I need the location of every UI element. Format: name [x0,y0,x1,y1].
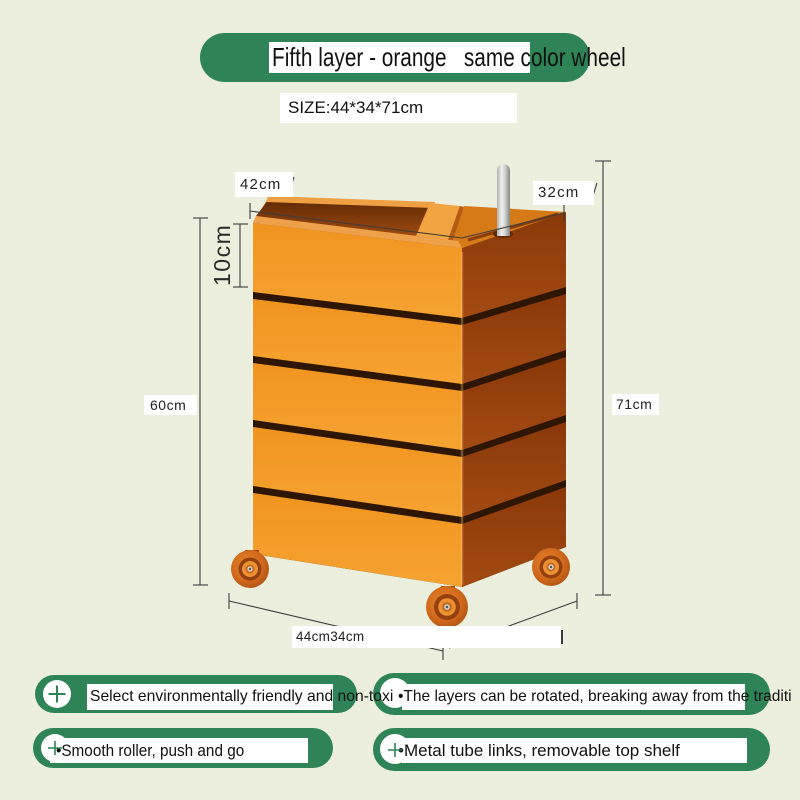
dim-tick [561,630,563,644]
feature-text-box-4 [402,738,747,763]
feature-text-box-3 [50,738,308,763]
size-label: SIZE:44*34*71cm [288,98,424,117]
dim-71-box [612,394,659,415]
feature-text-box-2 [402,684,745,710]
feature-text-3: •Smooth roller, push and go [56,741,245,760]
title-highlight-box [269,42,530,73]
dim-body-height: 60cm [150,397,187,413]
feature-text-box-1 [87,684,333,710]
size-box [280,93,517,123]
plus-icon [48,685,66,703]
wheel-front-left [231,550,269,588]
dim-top-width: 42cm [240,176,282,193]
dim-first-layer-height: 10cm [209,223,235,286]
plus-icon [388,743,402,757]
dim-60-box [144,395,197,415]
tray-side [462,212,566,318]
wheel-front-center [426,586,468,628]
drawer-layers [253,294,566,587]
page-title: Fifth layer - orange same color wheel [272,42,626,72]
wheel-right [532,546,570,586]
dim-top-depth: 32cm [538,184,580,201]
feature-text-4: •Metal tube links, removable top shelf [398,741,680,760]
dim-32-box [533,181,594,205]
feature-text-1: Select environmentally friendly and non-… [90,688,394,705]
dim-42-box [235,172,293,197]
feature-text-2: •The layers can be rotated, breaking awa… [398,688,792,705]
dim-base-box [292,626,561,648]
metal-pole [497,164,510,236]
plus-icon [48,741,62,755]
tray-front [253,223,462,318]
dim-base: 44cm34cm [296,629,365,644]
dim-total-height: 71cm [616,396,653,412]
